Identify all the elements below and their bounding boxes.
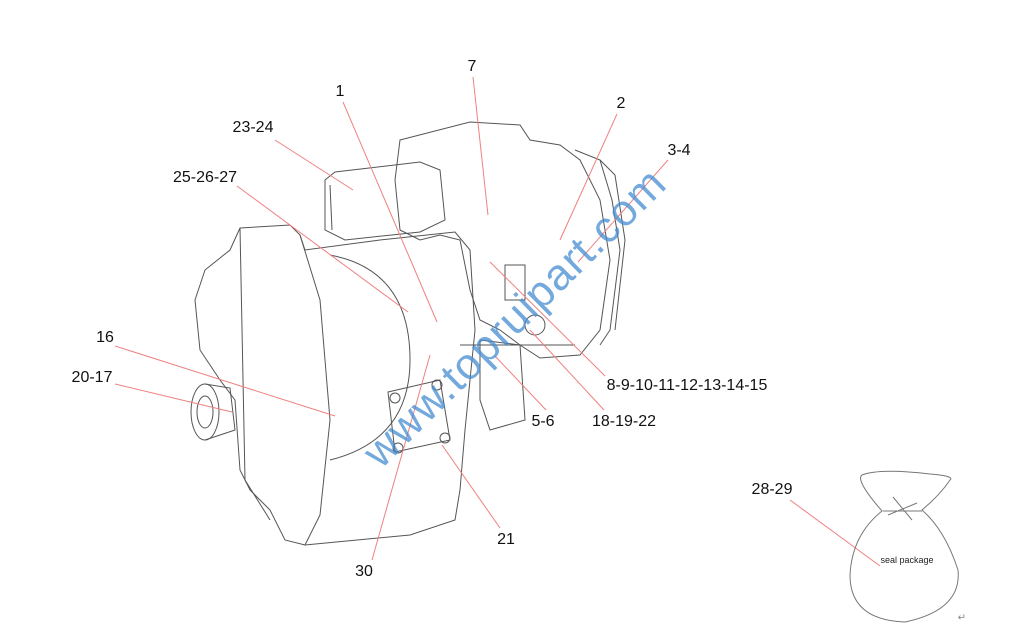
leader-20-17 (114, 383, 233, 413)
return-mark: ↵ (957, 612, 967, 624)
leader-3-4 (577, 159, 669, 263)
leader-2 (559, 113, 618, 241)
leader-7 (472, 76, 489, 216)
leader-28-29 (789, 499, 881, 567)
part-label-7: 7 (467, 58, 477, 75)
part-label-1: 1 (335, 83, 345, 100)
part-label-8-15: 8-9-10-11-12-13-14-15 (606, 377, 768, 394)
part-label-30: 30 (355, 563, 373, 580)
leader-16 (114, 345, 336, 417)
transmission-outline (190, 121, 626, 546)
leader-5-6 (494, 355, 547, 411)
leader-1 (342, 101, 438, 323)
part-label-28-29: 28-29 (751, 481, 793, 498)
seal-package-label: seal package (880, 555, 934, 565)
leader-30 (371, 354, 431, 561)
leader-25-26-27 (236, 185, 409, 313)
leader-8-15 (489, 261, 606, 377)
part-label-21: 21 (497, 531, 515, 548)
leader-lines (114, 76, 881, 567)
leader-21 (441, 444, 501, 529)
seal-package-bag (849, 470, 959, 623)
part-label-20-17: 20-17 (71, 369, 113, 386)
part-label-23-24: 23-24 (232, 119, 274, 136)
part-label-25-26-27: 25-26-27 (172, 169, 238, 186)
part-label-16: 16 (96, 329, 114, 346)
part-label-3-4: 3-4 (667, 142, 691, 159)
leader-23-24 (274, 139, 354, 191)
leader-18-19-22 (529, 329, 605, 411)
part-label-5-6: 5-6 (531, 413, 555, 430)
part-label-18-19-22: 18-19-22 (591, 413, 657, 430)
part-label-2: 2 (616, 95, 626, 112)
